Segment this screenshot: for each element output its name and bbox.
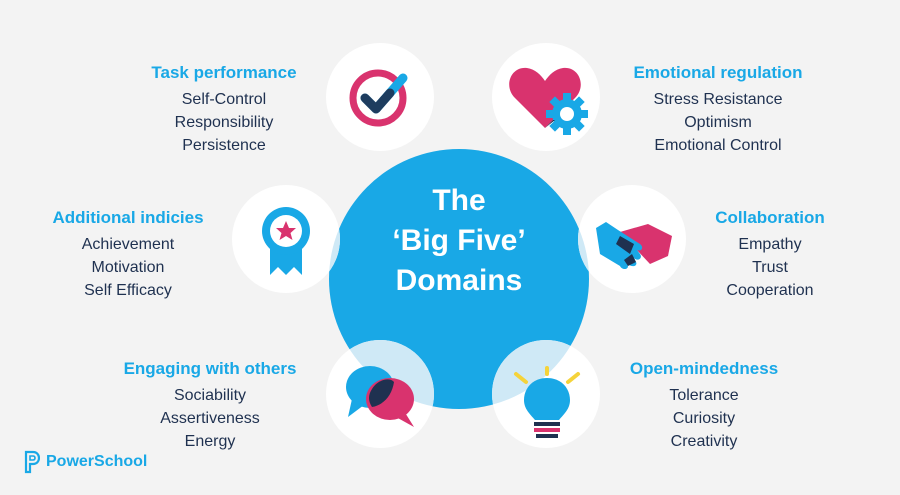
center-title-line-1: The — [432, 184, 486, 217]
center-title: The ‘Big Five’ Domains — [329, 181, 589, 301]
domain-item: Achievement — [81, 236, 175, 253]
domain-item: Optimism — [684, 114, 752, 131]
center-title-line-2: ‘Big Five’ — [392, 224, 526, 257]
domain-emotional-regulation: Emotional regulation Stress Resistance O… — [608, 61, 828, 157]
domain-item: Assertiveness — [160, 410, 260, 427]
domain-item: Trust — [752, 259, 788, 276]
domain-item: Persistence — [182, 137, 266, 154]
domain-item: Self-Control — [181, 91, 267, 108]
heart-gear-icon — [509, 67, 588, 135]
handshake-icon — [596, 222, 672, 269]
lightbulb-icon — [514, 366, 580, 438]
domain-title: Task performance — [151, 63, 297, 82]
domain-collaboration: Collaboration Empathy Trust Cooperation — [690, 206, 850, 302]
domain-item: Cooperation — [726, 282, 814, 299]
icon-circle-task-performance — [326, 43, 434, 151]
domain-item: Sociability — [173, 387, 247, 404]
domain-item: Responsibility — [174, 114, 274, 131]
center-title-line-3: Domains — [395, 264, 523, 297]
domain-item: Empathy — [738, 236, 802, 253]
speech-bubbles-icon — [346, 366, 414, 427]
domain-item: Energy — [184, 433, 236, 450]
domain-item: Emotional Control — [654, 137, 782, 154]
domain-engaging-with-others: Engaging with others Sociability Asserti… — [110, 357, 310, 453]
domain-item: Motivation — [91, 259, 165, 276]
domain-title: Open-mindedness — [629, 359, 779, 378]
domain-open-mindedness: Open-mindedness Tolerance Curiosity Crea… — [614, 357, 794, 453]
domain-title: Engaging with others — [123, 359, 297, 378]
domain-item: Tolerance — [669, 387, 739, 404]
powerschool-logo: PowerSchool — [24, 449, 147, 475]
award-ribbon-icon — [262, 207, 310, 275]
domain-title: Emotional regulation — [633, 63, 803, 82]
domain-item: Creativity — [670, 433, 738, 450]
domain-additional-indicies: Additional indicies Achievement Motivati… — [28, 206, 228, 302]
checkmark-icon — [349, 69, 408, 127]
domain-item: Self Efficacy — [84, 282, 172, 299]
powerschool-logo-icon — [24, 450, 40, 474]
domain-task-performance: Task performance Self-Control Responsibi… — [124, 61, 324, 157]
powerschool-logo-text: PowerSchool — [46, 453, 148, 470]
domain-item: Stress Resistance — [653, 91, 783, 108]
domain-title: Collaboration — [715, 208, 825, 227]
domain-title: Additional indicies — [52, 208, 204, 227]
domain-item: Curiosity — [672, 410, 736, 427]
